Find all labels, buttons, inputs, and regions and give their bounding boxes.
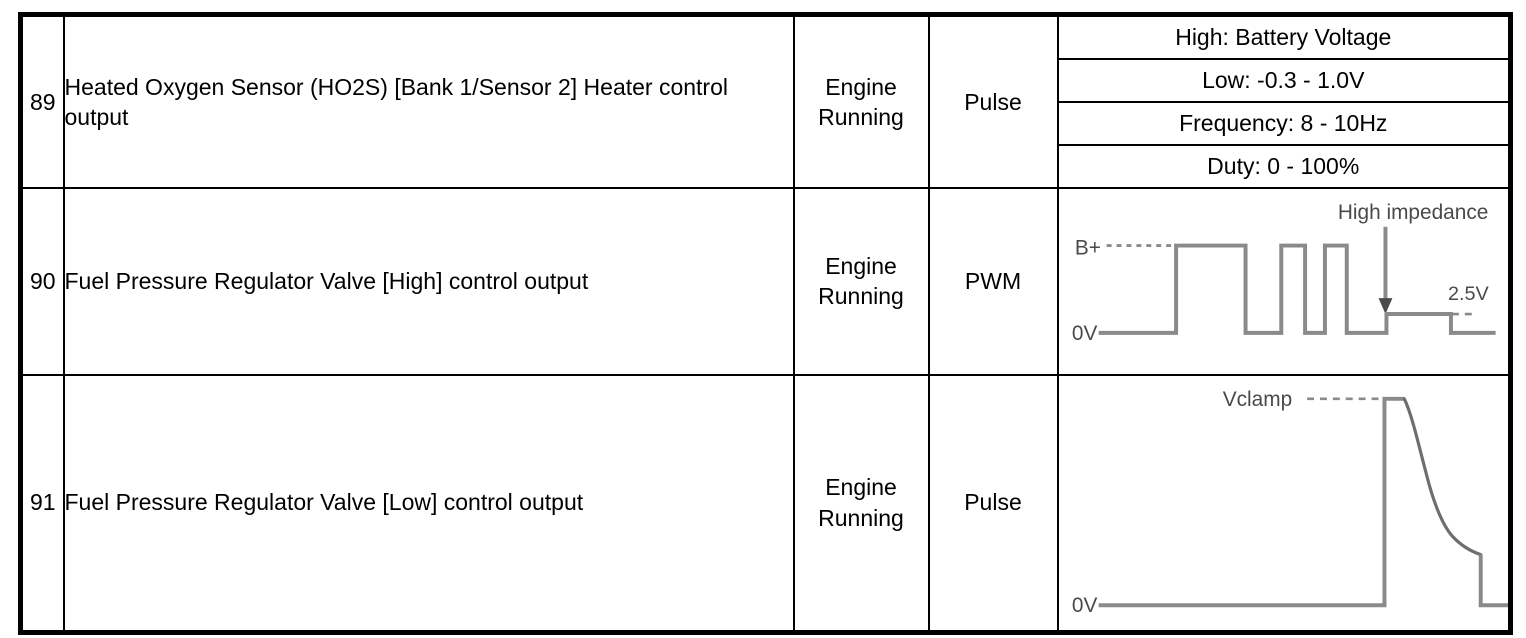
inductive-decay-curve (1402, 396, 1482, 556)
table-row: 90 Fuel Pressure Regulator Valve [High] … (19, 187, 1512, 376)
row-description: Fuel Pressure Regulator Valve [Low] cont… (62, 373, 795, 634)
row-condition: Engine Running (792, 373, 930, 634)
row-condition: Engine Running (792, 13, 930, 189)
row-waveform-clamp: Vclamp 0V (1056, 373, 1512, 634)
clamp-baseline-and-rise (1098, 396, 1404, 607)
table-row: 91 Fuel Pressure Regulator Valve [Low] c… (19, 373, 1512, 634)
table-row: 89 Heated Oxygen Sensor (HO2S) [Bank 1/S… (19, 13, 1512, 189)
condition-line-1: Engine (825, 474, 897, 501)
row-condition: Engine Running (792, 187, 930, 376)
pwm-waveform-diagram: High impedance B+ 0V 2.5V (1071, 201, 1496, 345)
spec-line: High: Battery Voltage (1058, 17, 1508, 60)
row-number: 91 (19, 373, 65, 634)
row-waveform-pwm: High impedance B+ 0V 2.5V (1056, 187, 1512, 376)
spec-line: Duty: 0 - 100% (1058, 145, 1508, 187)
spec-line: Low: -0.3 - 1.0V (1058, 59, 1508, 103)
row-description: Fuel Pressure Regulator Valve [High] con… (62, 187, 795, 376)
pwm-signal-trace (1098, 243, 1496, 335)
spec-lines-table: High: Battery Voltage Low: -0.3 - 1.0V F… (1058, 17, 1508, 187)
high-impedance-arrow-head (1378, 298, 1392, 315)
condition-line-2: Running (818, 504, 904, 531)
row-signal-type: Pulse (927, 373, 1059, 634)
zero-volt-label: 0V (1071, 322, 1097, 345)
row-description: Heated Oxygen Sensor (HO2S) [Bank 1/Sens… (62, 13, 795, 189)
zero-volt-label: 0V (1071, 594, 1097, 617)
condition-line-1: Engine (825, 73, 897, 100)
row-signal-type: Pulse (927, 13, 1059, 189)
two-point-five-volt-label: 2.5V (1447, 283, 1489, 305)
clamp-falling-edge (1478, 554, 1508, 607)
condition-line-2: Running (818, 104, 904, 130)
b-plus-label: B+ (1074, 236, 1100, 259)
row-number: 89 (19, 13, 65, 189)
signal-specification-table: 89 Heated Oxygen Sensor (HO2S) [Bank 1/S… (18, 12, 1513, 635)
vclamp-label: Vclamp (1222, 387, 1291, 410)
clamp-spike-waveform-diagram: Vclamp 0V (1071, 387, 1508, 617)
condition-line-1: Engine (825, 252, 897, 279)
row-number: 90 (19, 187, 65, 376)
row-signal-type: PWM (927, 187, 1059, 376)
spec-line: Frequency: 8 - 10Hz (1058, 102, 1508, 146)
condition-line-2: Running (818, 283, 904, 310)
row-signal-specification: High: Battery Voltage Low: -0.3 - 1.0V F… (1056, 13, 1512, 189)
high-impedance-label: High impedance (1337, 201, 1488, 224)
